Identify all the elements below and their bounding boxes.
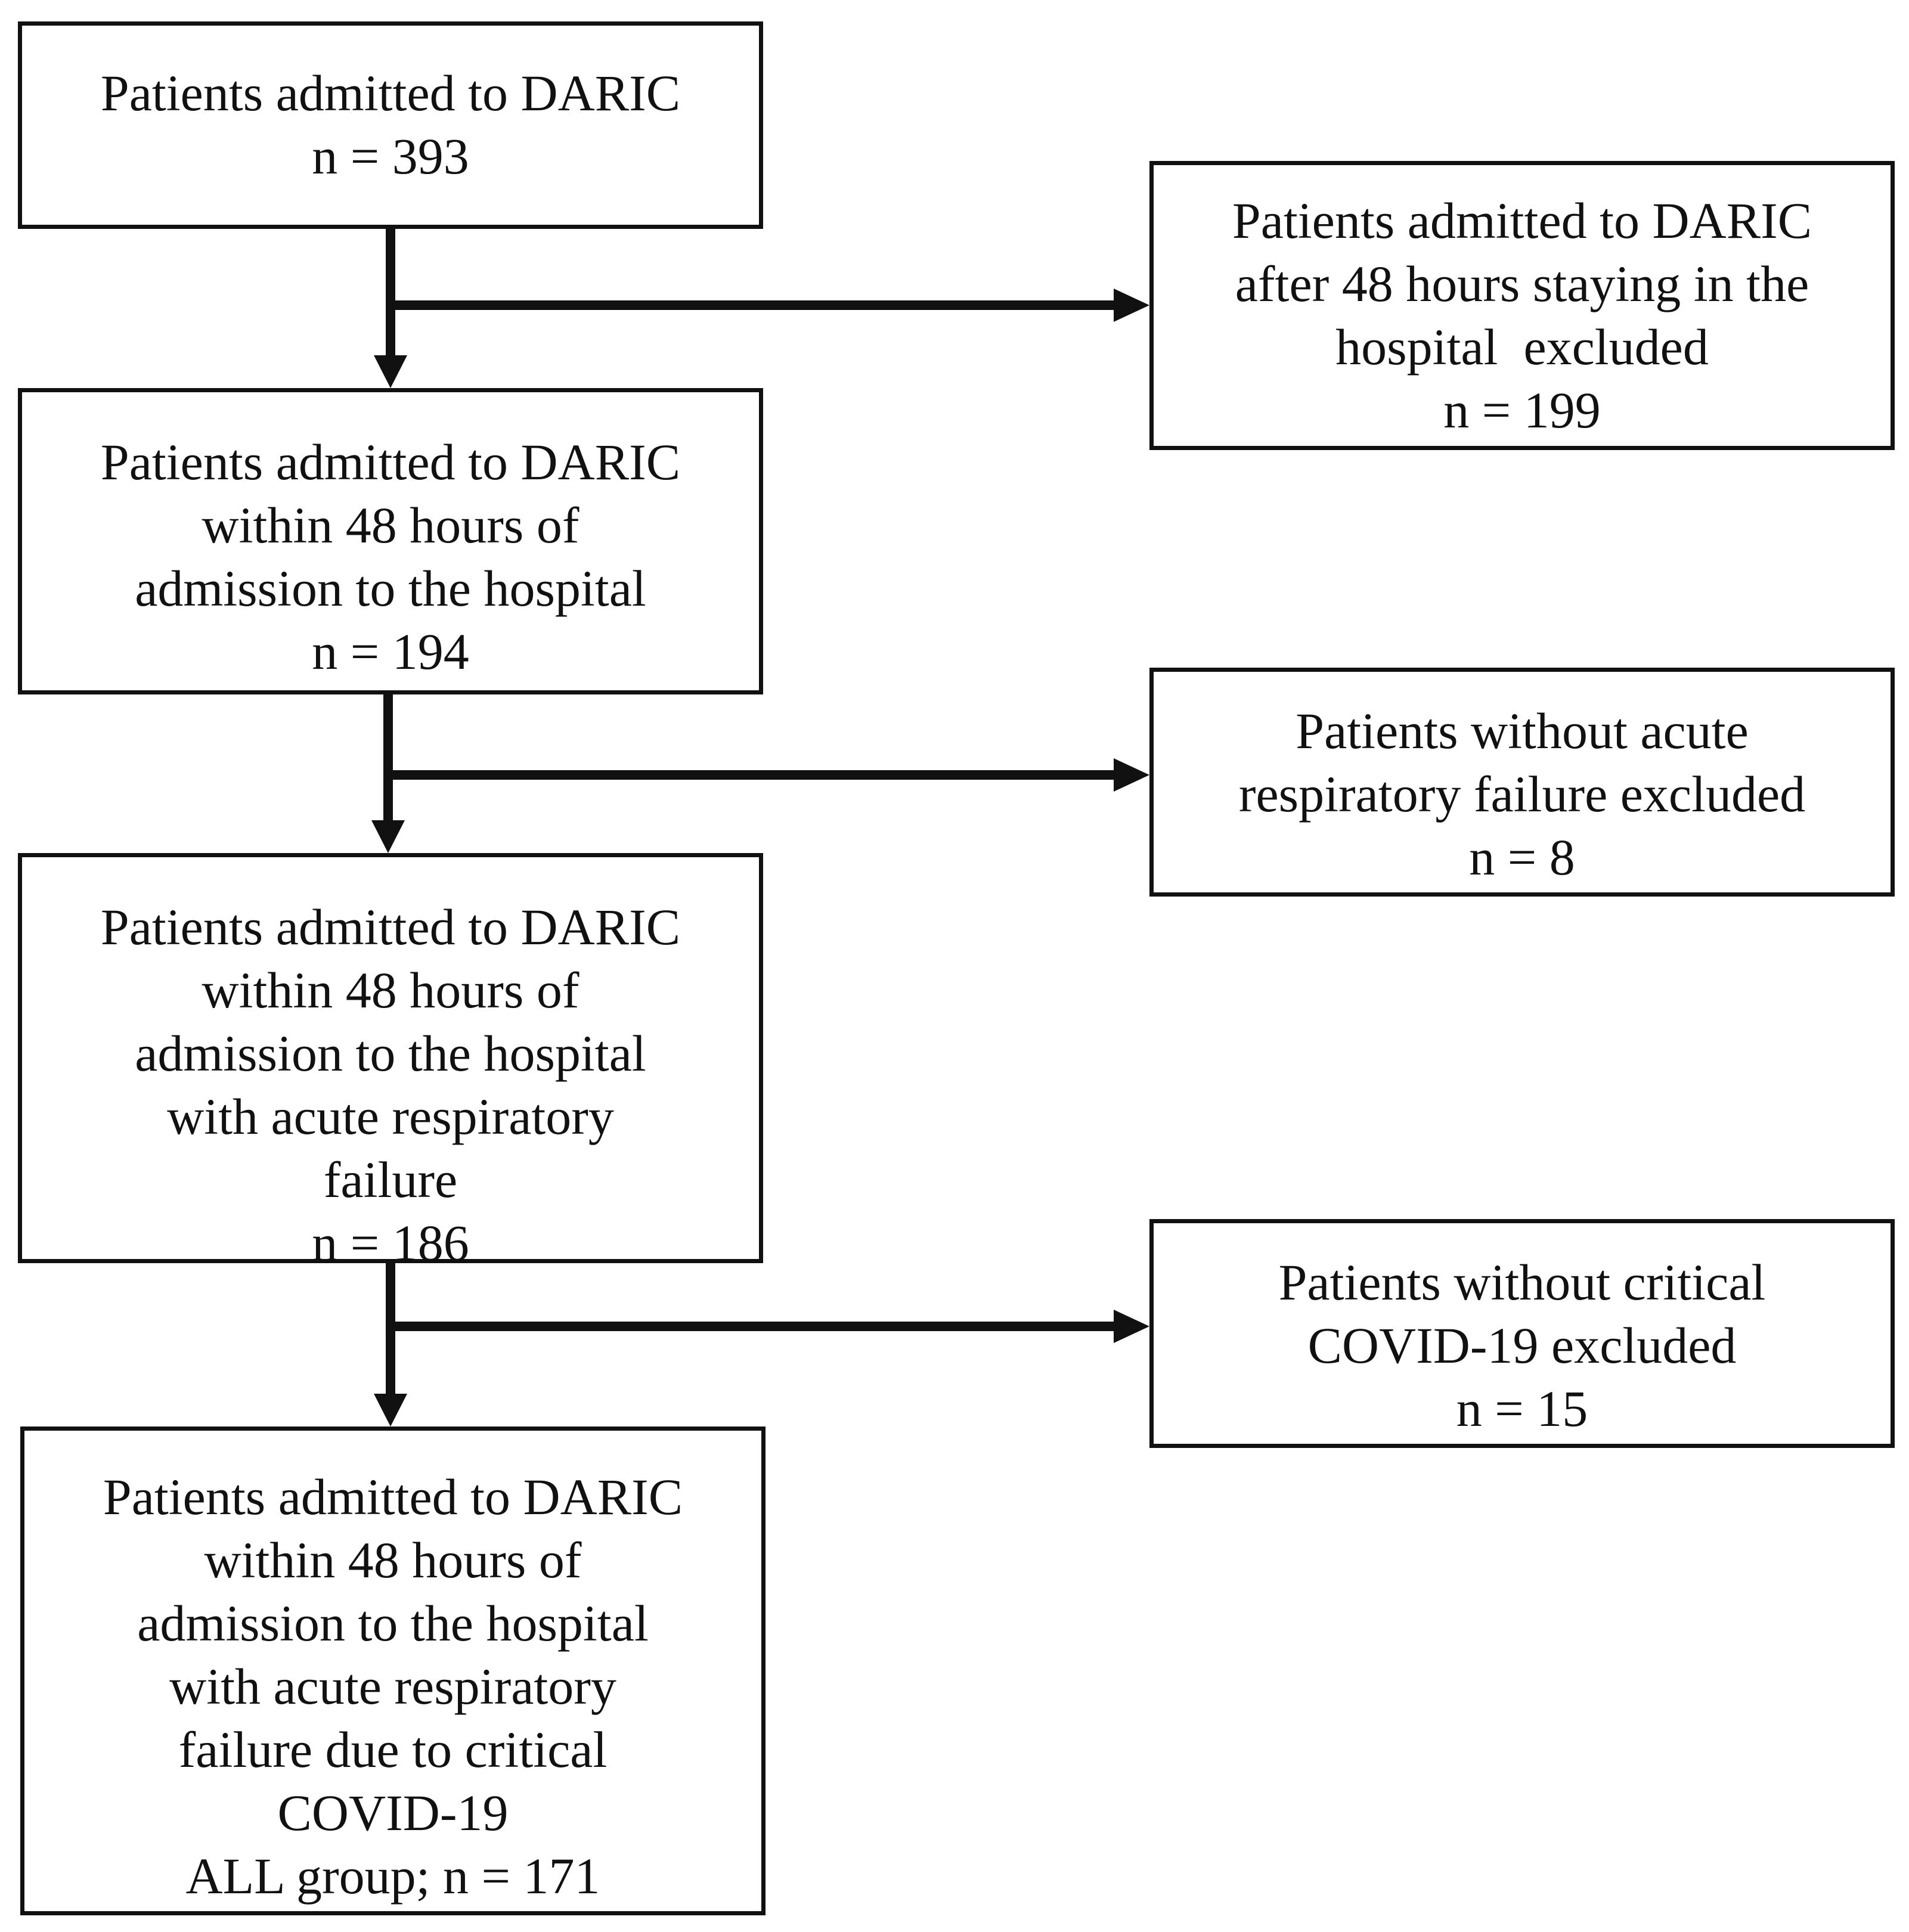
box-text-line: with acute respiratory (169, 1658, 616, 1715)
box-with-acute-respiratory-failure: Patients admitted to DARIC within 48 hou… (18, 853, 763, 1272)
arrowhead-down-1 (374, 355, 407, 388)
box-count: n = 15 (1456, 1380, 1588, 1437)
box-excluded-no-critical-covid: Patients without critical COVID-19 exclu… (1149, 1219, 1895, 1448)
box-text-line: Patients admitted to DARIC (103, 1468, 683, 1525)
box-text-line: Patients admitted to DARIC (1232, 192, 1812, 249)
arrowhead-down-3 (374, 1394, 407, 1426)
box-text-line: Patients admitted to DARIC (100, 898, 681, 956)
box-text-line: Patients admitted to DARIC (100, 64, 681, 122)
box-count: n = 186 (312, 1214, 469, 1272)
arrowhead-down-2 (371, 820, 405, 853)
box-excluded-no-arf: Patients without acute respiratory failu… (1149, 668, 1895, 897)
box-text-line: failure (323, 1151, 458, 1208)
box-text-line: COVID-19 excluded (1307, 1317, 1737, 1374)
arrowhead-right-3 (1114, 1310, 1149, 1343)
box-count: n = 199 (1443, 382, 1601, 439)
box-text-line: within 48 hours of (202, 497, 579, 554)
box-count: ALL group; n = 171 (185, 1847, 600, 1905)
box-text-line: hospital excluded (1335, 318, 1709, 376)
box-text-line: admission to the hospital (135, 1025, 646, 1082)
box-patients-admitted: Patients admitted to DARIC n = 393 (18, 21, 763, 229)
box-text-line: after 48 hours staying in the (1235, 255, 1809, 312)
box-text-line: Patients without critical (1278, 1254, 1766, 1311)
box-text-line: within 48 hours of (204, 1531, 582, 1589)
box-text-line: failure due to critical (178, 1721, 608, 1778)
box-text-line: within 48 hours of (202, 962, 579, 1019)
box-within-48h: Patients admitted to DARIC within 48 hou… (18, 388, 763, 694)
arrowhead-right-1 (1114, 289, 1149, 322)
box-text-line: admission to the hospital (137, 1595, 649, 1652)
box-text-line: admission to the hospital (135, 560, 646, 617)
box-text-line: COVID-19 (277, 1784, 509, 1841)
box-all-group: Patients admitted to DARIC within 48 hou… (20, 1426, 766, 1915)
arrowhead-right-2 (1114, 758, 1149, 792)
box-count: n = 393 (312, 128, 469, 185)
box-text-line: respiratory failure excluded (1238, 765, 1806, 823)
box-text-line: Patients without acute (1296, 702, 1749, 759)
box-excluded-after-48h: Patients admitted to DARIC after 48 hour… (1149, 161, 1895, 450)
box-count: n = 8 (1469, 829, 1575, 886)
box-text-line: Patients admitted to DARIC (100, 433, 681, 491)
box-count: n = 194 (312, 623, 469, 680)
box-text-line: with acute respiratory (167, 1088, 614, 1145)
